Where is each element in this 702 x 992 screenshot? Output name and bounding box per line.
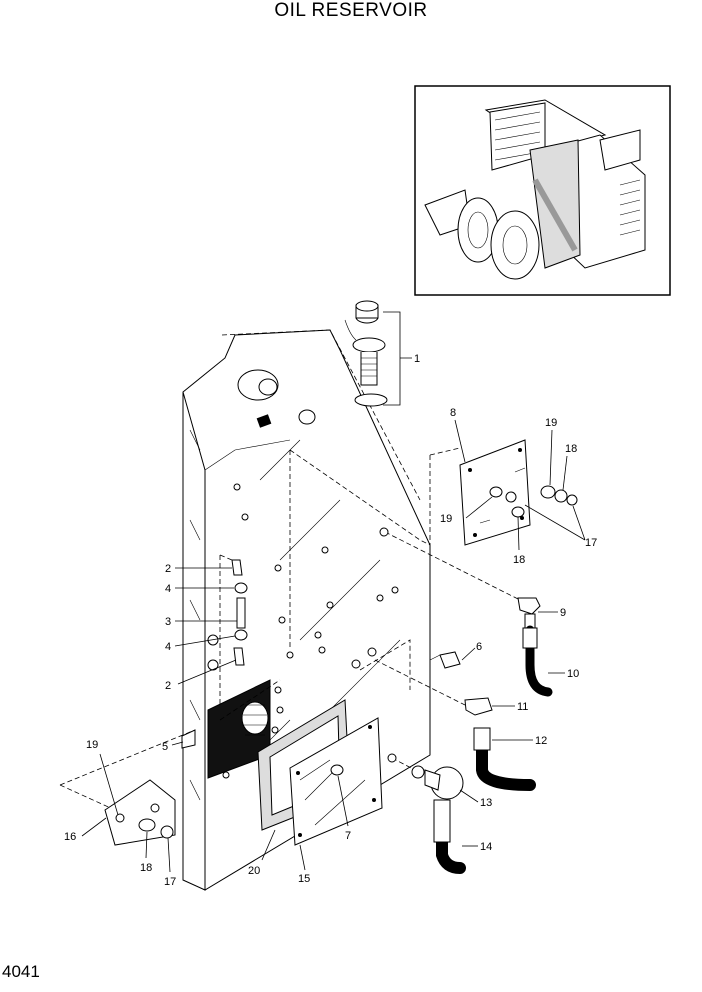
- callout-12: 12: [535, 735, 547, 747]
- callout-17b: 17: [164, 876, 176, 888]
- hose-9-path: [384, 531, 521, 601]
- washer-nut-set-right: [540, 485, 578, 506]
- callout-6: 6: [476, 641, 482, 653]
- leader-18-left: [145, 831, 148, 859]
- callout-7: 7: [345, 830, 351, 842]
- sight-gauge-assembly: [207, 559, 248, 671]
- tank-bolts: [222, 483, 399, 779]
- cover-plate-15: [289, 717, 383, 846]
- strainer-opening: [207, 679, 271, 779]
- elbow-fitting-11: [464, 697, 493, 716]
- sensor-6: [429, 651, 461, 669]
- hose-14: [433, 799, 466, 874]
- callout-10: 10: [567, 668, 579, 680]
- callout-8: 8: [450, 407, 456, 419]
- callout-17a: 17: [585, 537, 597, 549]
- callout-19a: 19: [545, 417, 557, 429]
- callout-15: 15: [298, 873, 310, 885]
- callout-5: 5: [162, 741, 168, 753]
- callout-19b: 19: [440, 513, 452, 525]
- leader-17-left: [167, 837, 171, 873]
- cover-plate: [459, 439, 531, 546]
- hose-12: [473, 727, 536, 791]
- leader-16: [81, 817, 107, 837]
- elbow-fitting-13: [411, 765, 464, 800]
- bracket-item-1: [383, 311, 412, 406]
- callout-20: 20: [248, 865, 260, 877]
- leader-4-bottom: [174, 635, 236, 647]
- machine-inset-view: [414, 85, 671, 296]
- hose-11-path: [374, 659, 466, 706]
- leader-19-right: [549, 429, 553, 486]
- callout-3: 3: [165, 616, 171, 628]
- leader-6: [461, 647, 476, 661]
- filler-cap-assembly: [344, 300, 388, 407]
- leader-7: [337, 775, 349, 827]
- sensor-6-path: [359, 639, 411, 690]
- callout-2b: 2: [165, 680, 171, 692]
- bracket-outline-dashed: [59, 729, 196, 811]
- clip-5: [181, 729, 196, 749]
- callout-4a: 4: [165, 583, 171, 595]
- callout-18b: 18: [513, 554, 525, 566]
- diagram-title: OIL RESERVOIR: [274, 0, 428, 21]
- callout-13: 13: [480, 797, 492, 809]
- leader-19-plate: [465, 496, 493, 519]
- callout-4b: 4: [165, 641, 171, 653]
- leader-15: [299, 844, 306, 871]
- leader-18-plate: [517, 516, 520, 551]
- hose-10: [522, 625, 553, 697]
- callout-18a: 18: [565, 443, 577, 455]
- elbow-fitting-9: [517, 597, 541, 629]
- page-number: 4041: [2, 962, 40, 981]
- callout-11: 11: [517, 701, 528, 713]
- leader-19-left: [99, 753, 119, 816]
- callout-18c: 18: [140, 862, 152, 874]
- leader-18-right: [562, 455, 568, 491]
- skid-steer-loader-illustration: [424, 99, 646, 280]
- callout-19c: 19: [86, 739, 98, 751]
- callout-14: 14: [480, 841, 492, 853]
- callout-9: 9: [560, 607, 566, 619]
- gauge-outline-dashed: [219, 554, 233, 561]
- leader-5: [171, 741, 184, 746]
- plate-outline-dashed: [429, 447, 461, 545]
- strainer-outline-dashed: [219, 679, 281, 721]
- leader-2-bottom: [177, 659, 237, 685]
- callout-1: 1: [414, 353, 420, 365]
- leader-13: [459, 789, 479, 803]
- leader-20: [261, 829, 276, 861]
- callout-16: 16: [64, 831, 76, 843]
- callout-2a: 2: [165, 563, 171, 575]
- mounting-bracket-16: [104, 779, 176, 846]
- leader-8: [454, 419, 466, 463]
- leader-17-right: [524, 504, 586, 541]
- tank-outline-dashed: [219, 329, 431, 720]
